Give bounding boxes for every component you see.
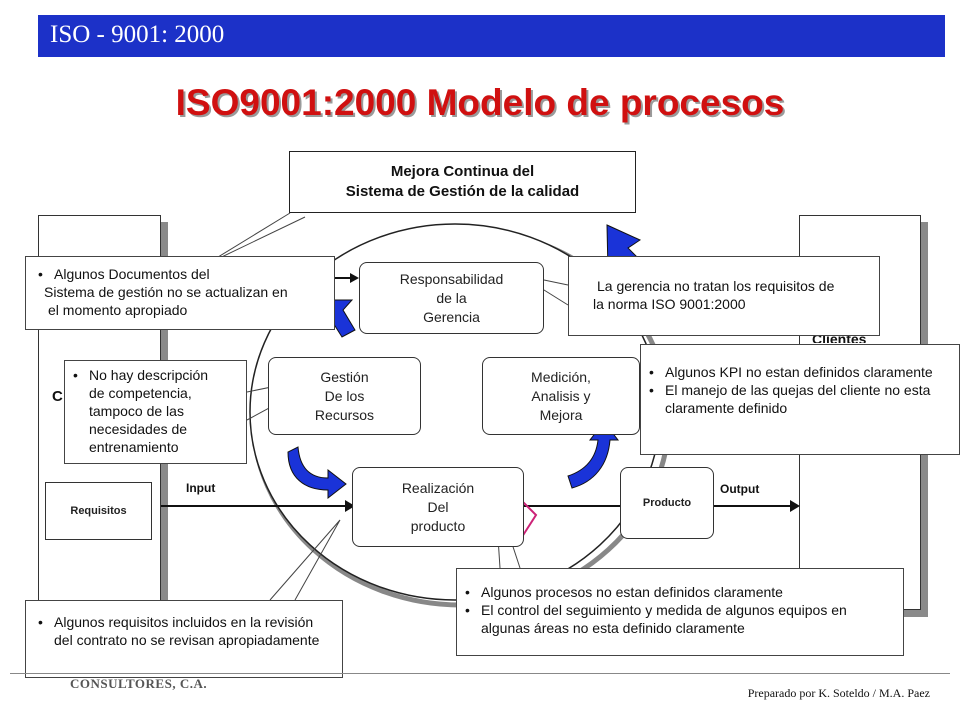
resp-arrowhead [350,273,359,283]
footer-divider [10,673,950,674]
callout-kpi-item-1: Algunos KPI no estan definidos clarament… [641,363,951,381]
input-label: Input [186,481,216,495]
output-arrowhead [790,500,800,512]
callout-documentos-line-3: el momento apropiado [48,302,188,318]
callout-gerencia-line-2: la norma ISO 9001:2000 [593,296,746,312]
callout-competencia-line-4: necesidades de [89,421,188,437]
requisitos-box: Requisitos [45,482,152,540]
callout-competencia-line-2: de competencia, [89,385,192,401]
blue-arrow-bottom-left [287,446,347,500]
callout-procesos-item-1: Algunos procesos no estan definidos clar… [457,583,895,601]
callout-competencia-line-1: No hay descripción [65,366,242,384]
blue-arrow-bottom-right [567,421,620,489]
footer-logo: CONSULTORES, C.A. [70,676,208,691]
process-gestion-recursos: Gestión De los Recursos [268,357,421,435]
callout-gerencia-line-1: La gerencia no tratan los requisitos de [597,278,835,294]
callout-documentos-line-2: Sistema de gestión no se actualizan en [44,284,288,300]
producto-box: Producto [620,467,714,539]
page-title: ISO9001:2000 Modelo de procesos [175,82,785,123]
callout-kpi: Algunos KPI no estan definidos clarament… [640,344,960,455]
callout-procesos-item-2: El control del seguimiento y medida de a… [457,601,895,637]
process-medicion: Medición, Analisis y Mejora [482,357,640,435]
callout-competencia: No hay descripción de competencia, tampo… [64,360,247,464]
callout-pointer-requisitos [269,519,341,601]
process-realizacion: Realización Del producto [352,467,524,547]
callout-requisitos-item-1: Algunos requisitos incluidos en la revis… [30,613,332,649]
input-arrowhead [345,500,355,512]
callout-competencia-line-3: tampoco de las [89,403,184,419]
mejora-continua-box: Mejora Continua del Sistema de Gestión d… [289,151,636,213]
callout-documentos-line-1: Algunos Documentos del [30,265,330,283]
callout-procesos: Algunos procesos no estan definidos clar… [456,568,904,656]
left-column-letter: C [52,388,63,405]
process-responsabilidad: Responsabilidad de la Gerencia [359,262,544,334]
header-title: ISO - 9001: 2000 [50,21,225,48]
mejora-line-2: Sistema de Gestión de la calidad [345,183,580,200]
footer-credit: Preparado por K. Soteldo / M.A. Paez [747,686,930,700]
output-label: Output [720,482,760,496]
header-bar [38,15,945,57]
callout-kpi-item-2: El manejo de las quejas del cliente no e… [641,381,951,417]
callout-requisitos: Algunos requisitos incluidos en la revis… [25,600,343,678]
callout-gerencia: La gerencia no tratan los requisitos de … [568,256,880,336]
mejora-line-1: Mejora Continua del [390,163,535,180]
callout-documentos: Algunos Documentos del Sistema de gestió… [25,256,335,330]
callout-competencia-line-5: entrenamiento [89,439,179,455]
